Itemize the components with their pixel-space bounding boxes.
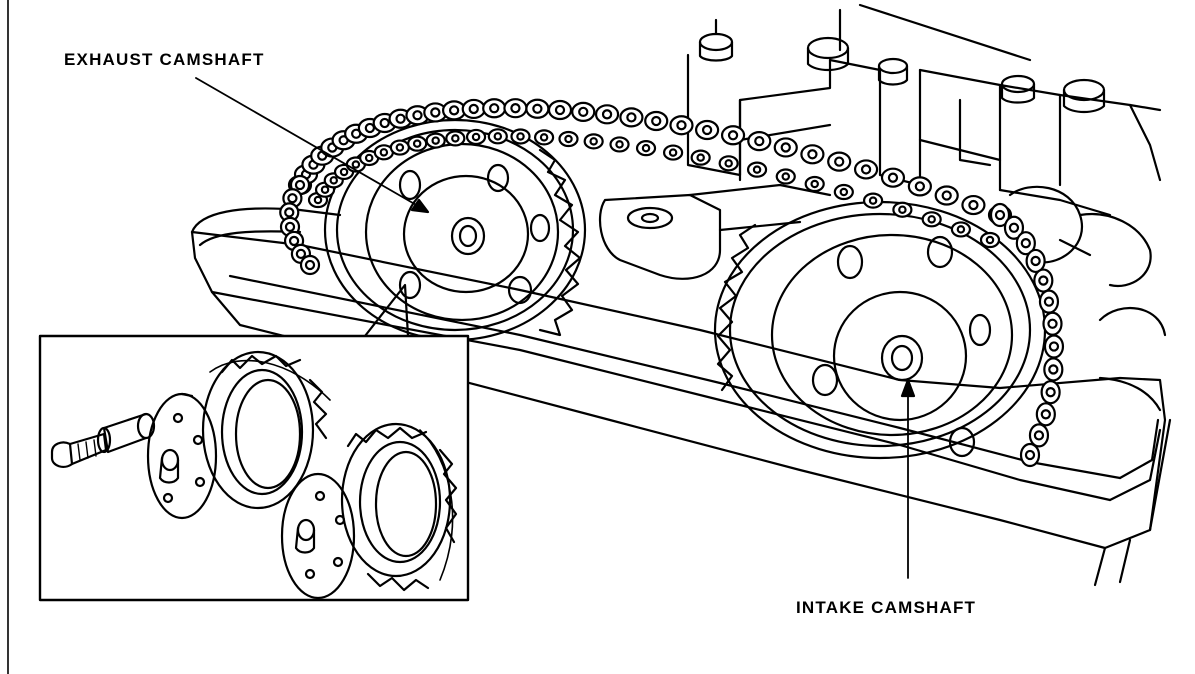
chain-link [1003,215,1025,240]
inset-spacer [96,412,156,454]
chain-link [547,99,573,121]
chain-link [934,185,959,206]
chain-link [465,128,487,146]
chain-link [533,129,555,146]
inset-sprocket-right [340,422,458,592]
chain-link [662,144,684,161]
chain-link [773,137,798,158]
chain-link [907,176,932,197]
chain-link [1040,380,1061,405]
chain-link [461,98,486,120]
chain-link [619,107,644,128]
chain-link [1019,442,1041,468]
chain-link [694,119,720,141]
chain-link [921,211,942,228]
inset-hub-plate-right [280,472,356,600]
intake-leader-arrow [900,378,916,398]
chain-link [425,132,446,149]
chain-link [1043,357,1064,382]
chain-link [827,151,852,172]
chain-link [690,149,711,166]
exhaust-camshaft-label: EXHAUST CAMSHAFT [64,50,265,69]
chain-link [609,136,630,153]
bolt-head [877,57,909,86]
chain-link [892,201,913,218]
chain-link [1015,231,1036,256]
chain-link [487,128,508,145]
inset-hub-plate-left [146,392,218,520]
chain-link [853,159,879,180]
chain-link [1035,402,1056,427]
center-cam-lobe [598,183,832,280]
chain-link [583,133,604,150]
chain-link [961,194,986,216]
chain-link [862,192,884,209]
chain-link [718,155,739,172]
chain-link [299,254,321,276]
chain-link [775,168,796,185]
chain-link [525,98,550,119]
exhaust-leader-arrow [410,198,430,214]
chain-link [720,125,746,146]
chain-link [1043,334,1065,359]
chain-link [594,104,620,125]
chain-link [669,115,694,136]
chain-link [503,98,528,119]
chain-link [1033,268,1054,293]
chain-link [644,110,669,132]
chain-link [1028,423,1050,448]
chain-link [1025,248,1046,274]
chain-link [407,135,428,152]
chain-link [482,98,507,119]
bolt-head [1062,78,1106,114]
intake-camshaft-label: INTAKE CAMSHAFT [796,598,977,617]
chain-link [445,130,466,147]
chain-link [950,221,972,238]
inset-bolt [50,432,108,468]
chain-link [571,101,596,122]
chain-link [747,131,772,152]
chain-link [800,144,825,165]
chain-link [833,183,854,201]
chain-link [880,167,906,188]
chain-link [635,140,657,157]
intake-cam-lobes [1008,185,1167,337]
detail-callout-pointer [363,283,410,338]
tower-bolts [698,18,1106,114]
bolt-head [1000,74,1036,104]
chain-link [558,130,579,148]
chain-link [359,149,380,167]
chain-link [510,128,531,145]
chain-link [441,100,467,121]
chain-link [746,161,768,178]
bolt-head [806,36,850,72]
chain-link [1042,311,1063,336]
inset-detail [38,334,470,602]
timing-chain [279,98,1065,468]
chain-link [279,202,300,223]
chain-link [989,202,1011,228]
chain-link [979,231,1001,249]
bolt-head [698,18,734,62]
exhaust-leader-line [195,77,426,211]
chain-link [389,139,410,156]
chain-link [1038,289,1060,314]
chain-link [804,175,825,193]
